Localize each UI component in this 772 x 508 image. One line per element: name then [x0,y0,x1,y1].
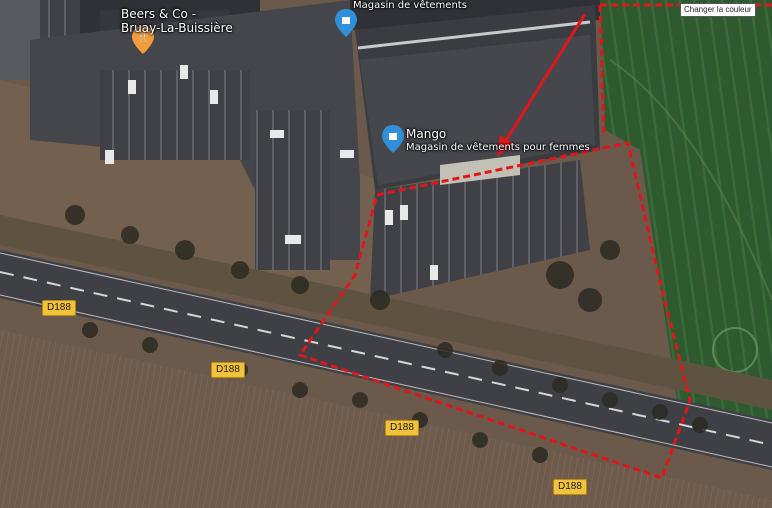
place-category-mango[interactable]: Magasin de vêtements pour femmes [406,142,590,153]
red-arrow-icon [497,13,587,157]
road-badge: D188 [553,479,587,495]
road-badge: D188 [42,300,76,316]
place-name-mango[interactable]: Mango [406,127,447,141]
place-name-beers[interactable]: Beers & Co - [121,7,197,21]
shop-pin-mango-icon [382,125,404,153]
place-city-beers[interactable]: Bruay-La-Buissière [121,21,233,35]
shop-pin-top-icon [335,9,357,37]
restaurant-pin-icon: 🍴 [132,26,154,54]
svg-text:🍴: 🍴 [137,30,149,43]
road-badge: D188 [211,362,245,378]
place-category-store-top[interactable]: Magasin de vêtements [353,0,467,11]
tooltip: Changer la couleur [680,3,756,17]
parcel-outline [297,141,692,480]
road-badge: D188 [385,420,419,436]
